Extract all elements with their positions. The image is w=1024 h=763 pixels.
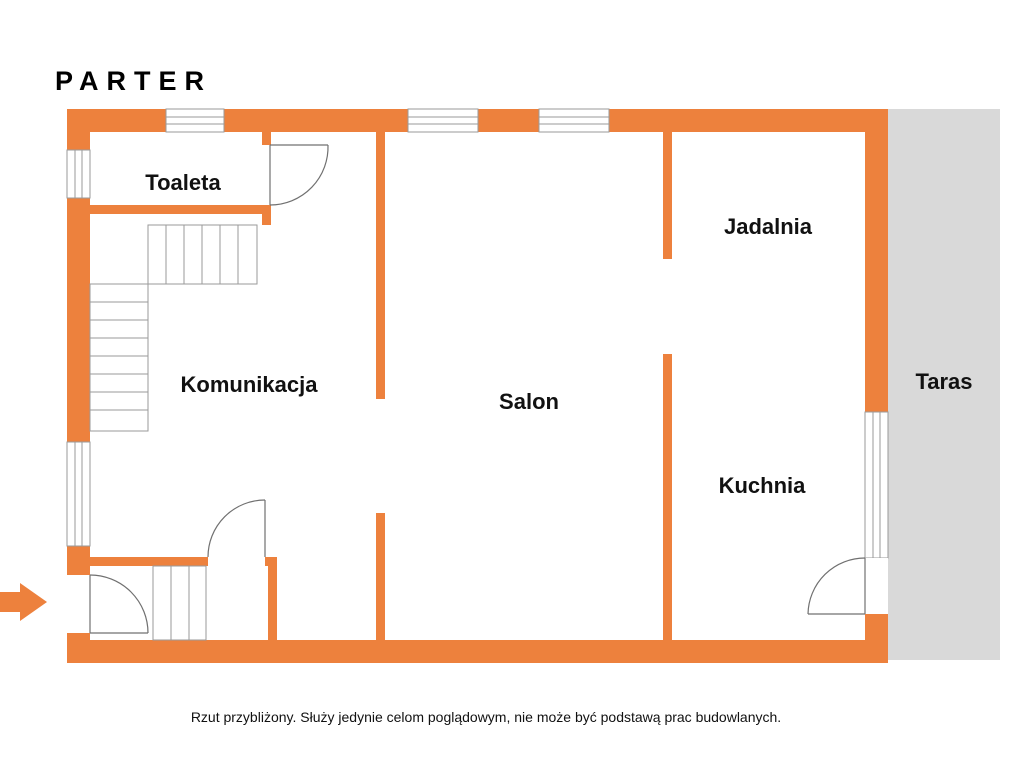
terrace-door-opening [865,558,888,614]
vestibule-wall-side [268,557,277,640]
vestibule-wall-top [90,557,208,566]
entrance-opening [67,575,90,633]
doors [89,144,866,634]
room-label-kuchnia: Kuchnia [719,473,807,498]
toilet-door-opening [262,145,271,205]
window-top-1 [165,108,225,133]
toilet-side-wall-top [262,132,271,145]
terrace-door [807,557,866,615]
window-right-kitchen [864,411,889,559]
terrace-area [888,109,1000,660]
room-label-toaleta: Toaleta [145,170,221,195]
staircase [89,224,258,641]
toilet-bottom-wall [90,205,270,214]
salon-wall-upper [376,132,385,399]
disclaimer-note: Rzut przybliżony. Służy jedynie celom po… [191,709,781,725]
room-label-jadalnia: Jadalnia [724,214,813,239]
room-label-komunikacja: Komunikacja [181,372,319,397]
kitchen-wall [663,354,672,640]
vestibule-door [207,499,266,558]
salon-wall-lower [376,513,385,640]
floor-title: PARTER [55,66,212,96]
toilet-door [269,144,329,206]
entrance-arrow-icon [0,583,47,621]
interior-walls [90,132,672,640]
window-left-communication [66,441,91,547]
entrance-door [89,574,149,634]
room-label-taras: Taras [915,369,972,394]
toilet-side-wall-bottom [262,205,271,225]
window-top-3 [538,108,610,133]
stairs-left-flight [89,283,149,432]
vestibule-door-opening [208,557,265,566]
room-label-salon: Salon [499,389,559,414]
dining-wall-upper [663,132,672,259]
stairs-upper-flight [147,224,258,285]
window-left-toilet [66,149,91,199]
window-top-2 [407,108,479,133]
stairs-entrance-flight [152,565,207,641]
